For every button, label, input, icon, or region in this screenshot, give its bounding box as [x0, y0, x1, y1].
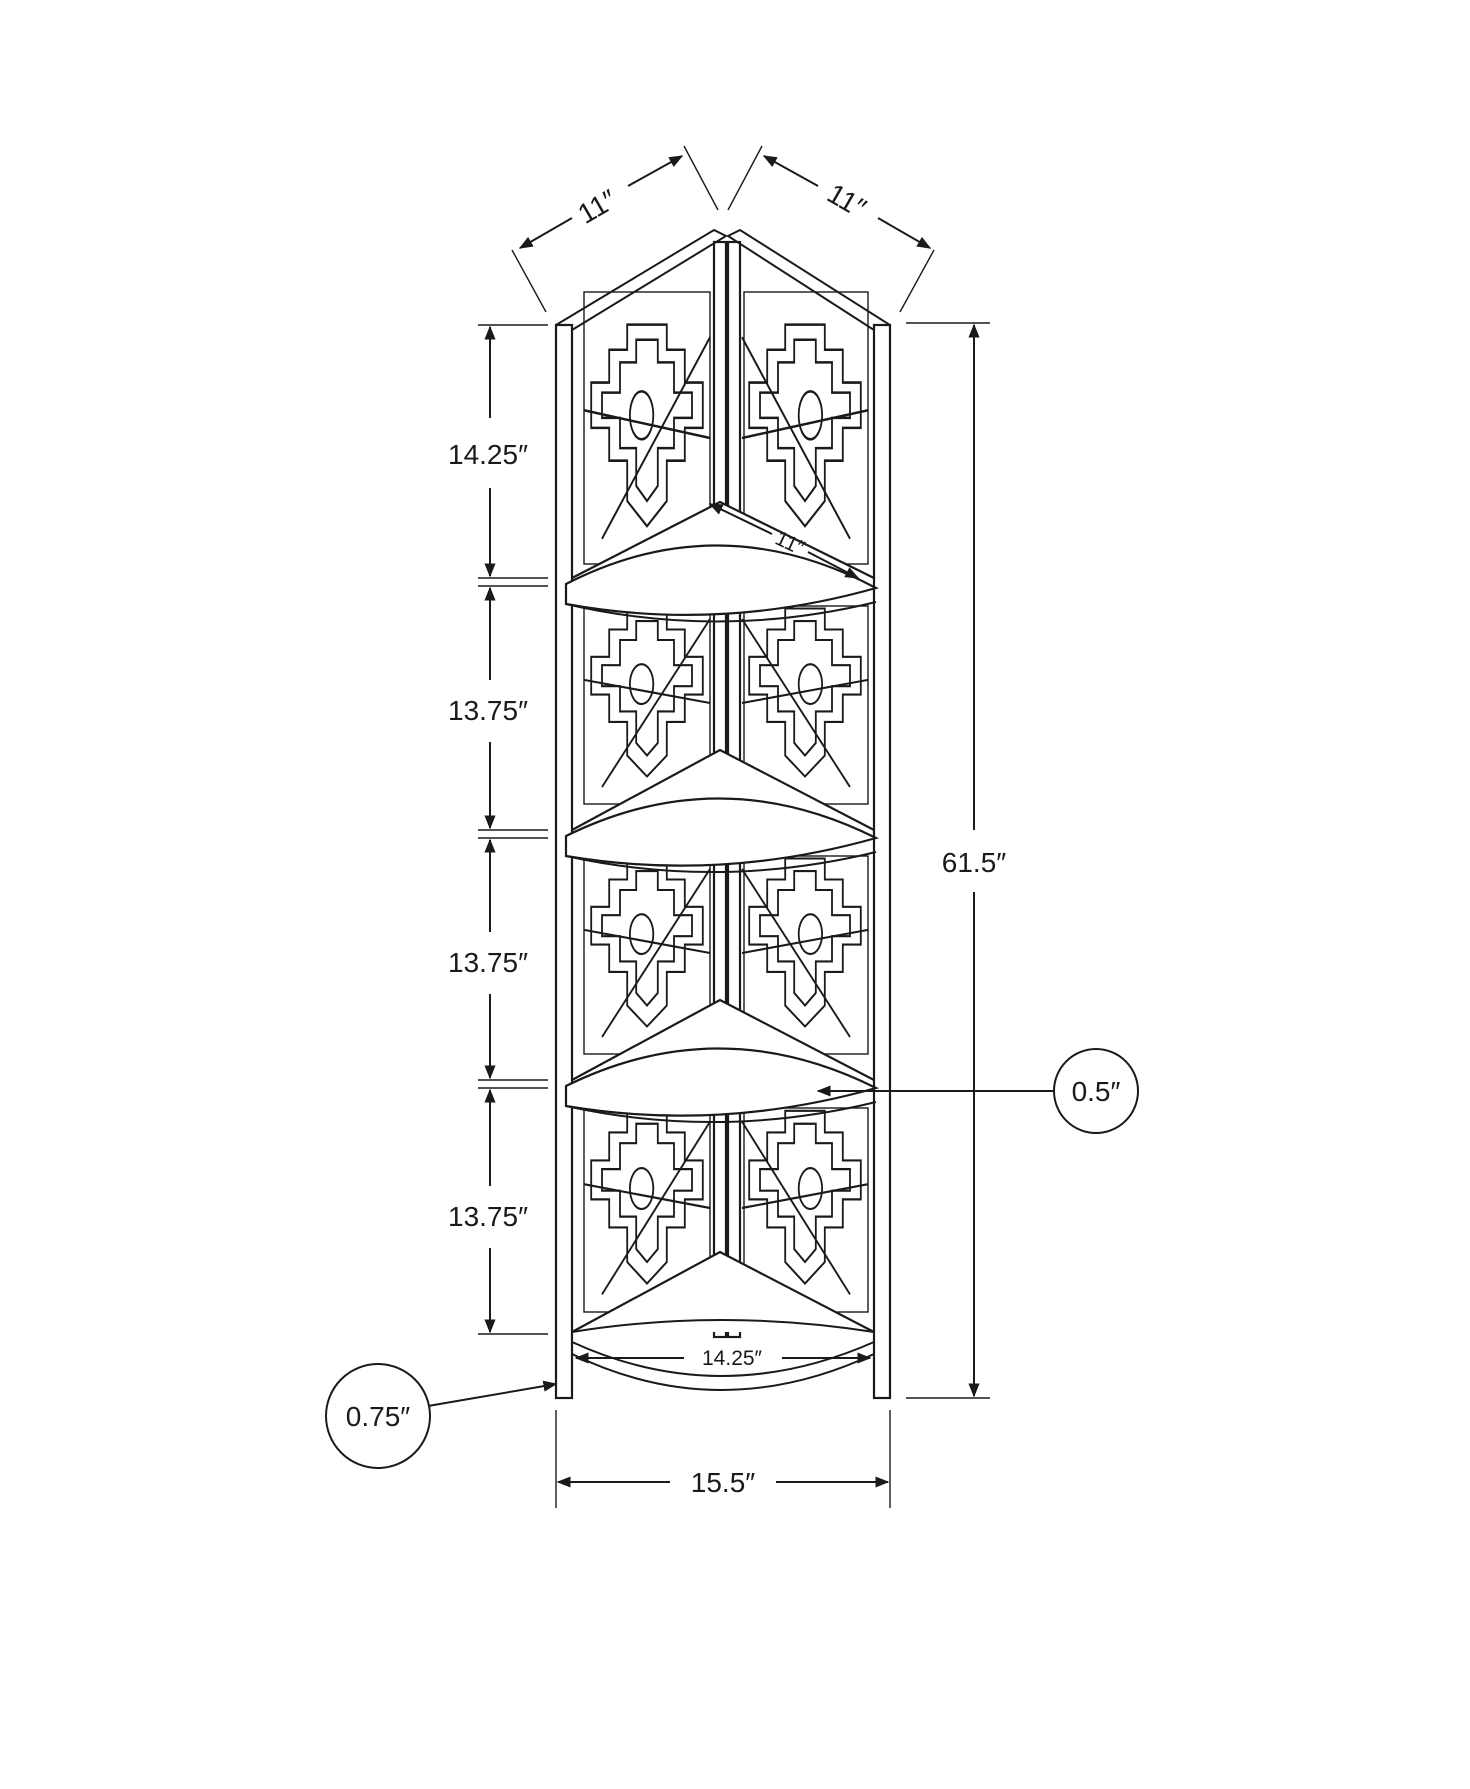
- label-spacing-1: 14.25″: [448, 439, 528, 470]
- label-overall-width: 15.5″: [691, 1467, 755, 1498]
- corner-shelf-frame: [554, 228, 892, 1400]
- label-spacing-2: 13.75″: [448, 695, 528, 726]
- dim-top-left-width: 11″: [511, 145, 719, 313]
- label-spacing-4: 13.75″: [448, 1201, 528, 1232]
- label-bottom-shelf-width: 14.25″: [702, 1347, 763, 1370]
- dim-leg-thickness: 0.75″: [325, 1363, 558, 1469]
- dim-shelf-thickness: 0.5″: [816, 1048, 1139, 1134]
- shelf-1: [564, 544, 879, 616]
- dim-total-height: 61.5″: [906, 322, 1006, 1399]
- shelf-3: [564, 1047, 880, 1117]
- dim-shelf-spacings: 14.25″ 13.75″ 13.75″ 13.75″: [448, 324, 548, 1335]
- dim-overall-width: 15.5″: [555, 1410, 891, 1508]
- label-leg-thickness: 0.75″: [346, 1401, 410, 1432]
- dim-bottom-shelf-width: 14.25″: [574, 1347, 872, 1370]
- label-shelf-thickness: 0.5″: [1072, 1076, 1121, 1107]
- label-spacing-3: 13.75″: [448, 947, 528, 978]
- left-leg: [554, 323, 574, 1400]
- right-leg: [872, 323, 892, 1400]
- shelf-2: [564, 797, 880, 867]
- label-top-left-width: 11″: [573, 183, 622, 229]
- label-top-right-width: 11″: [822, 178, 871, 224]
- panel-frames: [583, 291, 869, 1313]
- label-total-height: 61.5″: [942, 847, 1006, 878]
